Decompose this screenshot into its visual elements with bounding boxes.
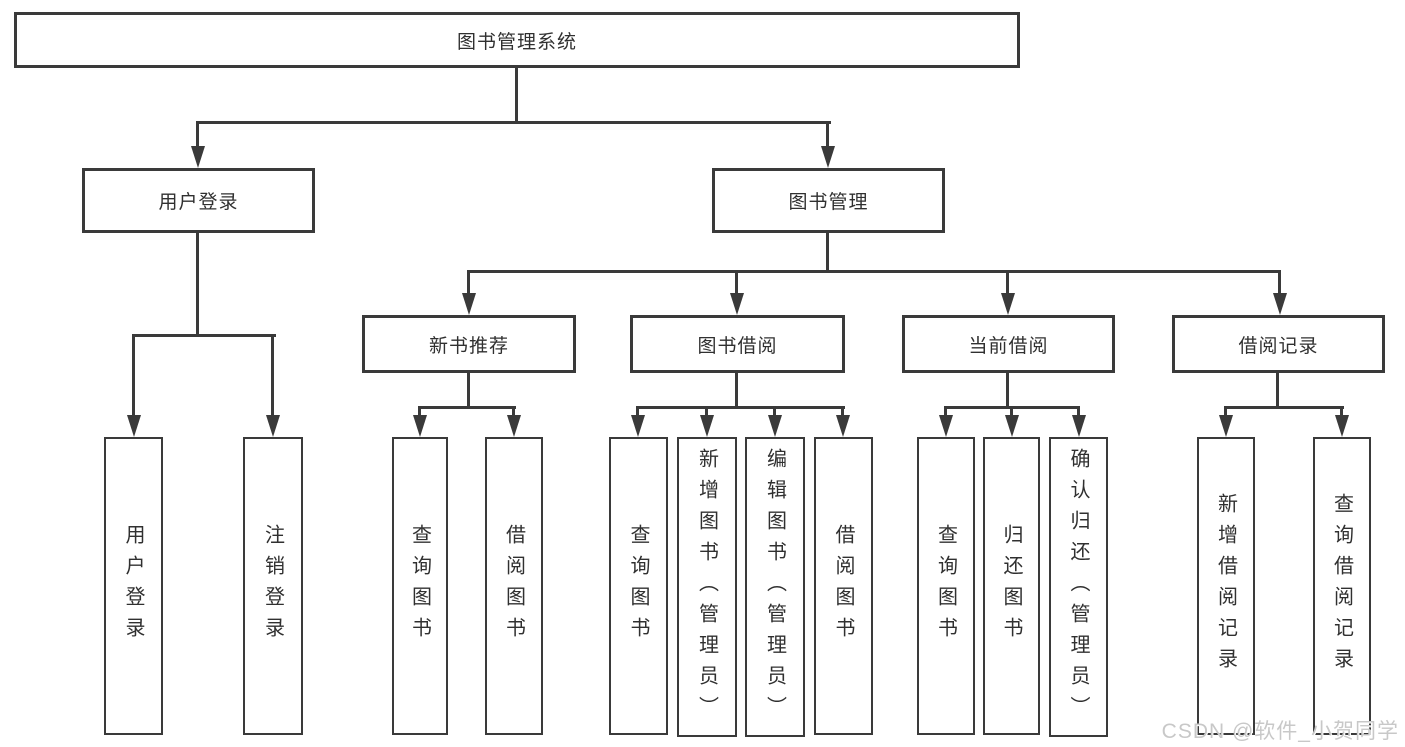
connector-line <box>1010 406 1013 418</box>
leaf-add-borrow-record-label: 新增借阅记录 <box>1214 493 1237 679</box>
connector-line <box>271 334 274 418</box>
connector-line <box>196 233 199 337</box>
arrow-down-icon <box>1335 415 1349 437</box>
leaf-borrow-book-label: 借阅图书 <box>832 524 854 648</box>
connector-line <box>636 406 639 418</box>
leaf-edit-book-admin-label: 编辑图书（管理员） <box>763 447 786 727</box>
arrow-down-icon <box>1072 415 1086 437</box>
arrow-down-icon <box>191 146 205 168</box>
arrow-down-icon <box>1273 293 1287 315</box>
leaf-confirm-return-admin-label: 确认归还（管理员） <box>1067 447 1089 727</box>
leaf-query-borrow-record: 查询借阅记录 <box>1313 437 1371 735</box>
node-root: 图书管理系统 <box>14 12 1020 68</box>
leaf-query-book-borrow-label: 查询图书 <box>627 524 649 648</box>
arrow-down-icon <box>1005 415 1019 437</box>
arrow-down-icon <box>836 415 850 437</box>
leaf-return-book-label: 归还图书 <box>1000 524 1022 648</box>
leaf-query-book-current-label: 查询图书 <box>934 524 957 648</box>
connector-line <box>1077 406 1080 418</box>
connector-line <box>826 233 829 273</box>
connector-line <box>132 334 135 418</box>
connector-line <box>773 406 776 418</box>
arrow-down-icon <box>127 415 141 437</box>
connector-line <box>1224 406 1227 418</box>
arrow-down-icon <box>821 146 835 168</box>
leaf-borrow-book-recommend-label: 借阅图书 <box>502 524 525 648</box>
node-book-borrow: 图书借阅 <box>630 315 845 373</box>
arrow-down-icon <box>631 415 645 437</box>
connector-line <box>1006 373 1009 409</box>
csdn-watermark: CSDN @软件_小贺同学 <box>1161 720 1399 743</box>
leaf-query-borrow-record-label: 查询借阅记录 <box>1330 493 1353 679</box>
leaf-query-book-recommend-label: 查询图书 <box>408 524 431 648</box>
leaf-borrow-book: 借阅图书 <box>814 437 873 735</box>
leaf-add-book-admin-label: 新增图书（管理员） <box>695 447 718 727</box>
connector-line <box>636 406 845 409</box>
arrow-down-icon <box>507 415 521 437</box>
connector-line <box>467 270 470 295</box>
connector-line <box>735 270 738 295</box>
connector-line <box>515 68 518 124</box>
arrow-down-icon <box>1219 415 1233 437</box>
leaf-query-book-current: 查询图书 <box>917 437 975 735</box>
connector-line <box>196 121 199 149</box>
connector-line <box>705 406 708 418</box>
connector-line <box>826 121 829 149</box>
connector-line <box>196 121 831 124</box>
leaf-add-book-admin: 新增图书（管理员） <box>677 437 737 737</box>
connector-line <box>944 406 947 418</box>
node-current-borrow: 当前借阅 <box>902 315 1115 373</box>
connector-line <box>512 406 515 418</box>
arrow-down-icon <box>700 415 714 437</box>
arrow-down-icon <box>730 293 744 315</box>
connector-line <box>467 373 470 409</box>
leaf-query-book-borrow: 查询图书 <box>609 437 668 735</box>
node-new-book-recommend: 新书推荐 <box>362 315 576 373</box>
arrow-down-icon <box>413 415 427 437</box>
node-user-login: 用户登录 <box>82 168 315 233</box>
connector-line <box>1278 270 1281 295</box>
connector-line <box>1276 373 1279 409</box>
arrow-down-icon <box>768 415 782 437</box>
connector-line <box>735 373 738 409</box>
connector-line <box>1340 406 1343 418</box>
leaf-query-book-recommend: 查询图书 <box>392 437 448 735</box>
node-borrow-record: 借阅记录 <box>1172 315 1385 373</box>
connector-line <box>1006 270 1009 295</box>
connector-line <box>467 270 1281 273</box>
arrow-down-icon <box>939 415 953 437</box>
leaf-confirm-return-admin: 确认归还（管理员） <box>1049 437 1108 737</box>
leaf-user-login-label: 用户登录 <box>122 524 144 648</box>
leaf-borrow-book-recommend: 借阅图书 <box>485 437 543 735</box>
connector-line <box>841 406 844 418</box>
arrow-down-icon <box>1001 293 1015 315</box>
connector-line <box>132 334 276 337</box>
connector-line <box>418 406 516 409</box>
arrow-down-icon <box>266 415 280 437</box>
connector-line <box>1224 406 1344 409</box>
leaf-user-login: 用户登录 <box>104 437 163 735</box>
leaf-logout-login: 注销登录 <box>243 437 303 735</box>
arrow-down-icon <box>462 293 476 315</box>
leaf-logout-login-label: 注销登录 <box>261 524 284 648</box>
leaf-edit-book-admin: 编辑图书（管理员） <box>745 437 805 737</box>
leaf-add-borrow-record: 新增借阅记录 <box>1197 437 1255 735</box>
leaf-return-book: 归还图书 <box>983 437 1040 735</box>
connector-line <box>418 406 421 418</box>
node-book-management: 图书管理 <box>712 168 945 233</box>
